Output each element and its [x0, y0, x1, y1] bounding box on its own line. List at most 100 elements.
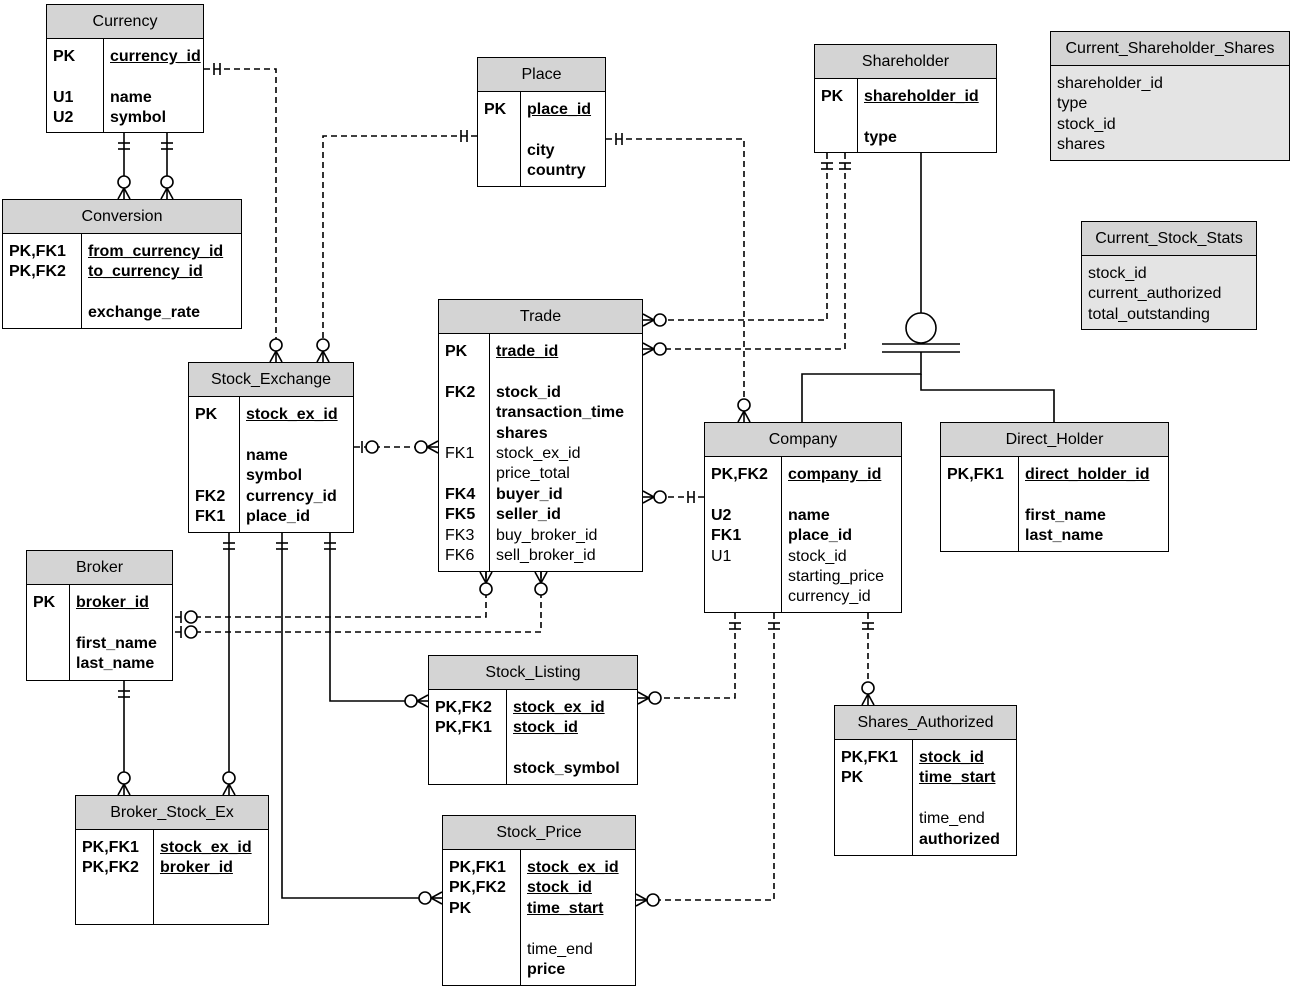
relationship-line: [653, 613, 775, 901]
field-name: name: [788, 506, 830, 524]
cardinality-circle: [160, 175, 174, 189]
key-label: [435, 759, 506, 779]
field-name: [527, 120, 605, 140]
view-current-shareholder-shares[interactable]: Current_Shareholder_Shares shareholder_i…: [1050, 31, 1290, 161]
field-name: place_id: [788, 527, 853, 545]
field-name: to_currency_id: [88, 263, 203, 281]
field-name: buyer_id: [496, 485, 563, 503]
key-label: [841, 830, 912, 850]
key-label: [9, 283, 81, 303]
entity-title: Conversion: [3, 200, 241, 234]
key-label: [445, 424, 489, 444]
key-label: PK,FK1: [82, 839, 139, 856]
field-name: country: [527, 162, 586, 180]
field-name: stock_id: [788, 547, 847, 565]
field-name: stock_id: [919, 749, 984, 766]
cardinality-circle: [117, 175, 131, 189]
key-label: [449, 919, 520, 939]
key-label: [711, 587, 781, 607]
key-label: [711, 485, 781, 505]
view-current-stock-stats[interactable]: Current_Stock_Stats stock_id current_aut…: [1081, 221, 1257, 330]
field-name: time_start: [919, 769, 996, 787]
field-name: from_currency_id: [88, 243, 224, 260]
cardinality-circle: [737, 398, 751, 412]
cardinality-circle: [861, 681, 875, 695]
cardinality-circle: [534, 582, 548, 596]
key-label: [445, 464, 489, 484]
key-label: [484, 141, 520, 161]
entity-title: Broker_Stock_Ex: [76, 796, 268, 830]
key-label: [33, 613, 69, 633]
field-name: [513, 739, 637, 759]
field-name: type: [864, 128, 897, 146]
key-label: [435, 739, 506, 759]
key-label: PK,FK1: [947, 466, 1004, 483]
entity-title: Stock_Listing: [429, 656, 637, 690]
key-label: FK4: [445, 485, 476, 503]
field-name: [1025, 485, 1168, 505]
entity-title: Direct_Holder: [941, 423, 1168, 457]
field-name: sell_broker_id: [496, 546, 596, 564]
key-label: [947, 485, 1018, 505]
field-name: name: [110, 88, 152, 106]
field-name: place_id: [246, 507, 311, 525]
field-name: starting_price: [788, 567, 885, 585]
cardinality-circle: [479, 582, 493, 596]
field-name: stock_id: [527, 879, 592, 897]
key-label: PK,FK1: [449, 859, 506, 876]
view-field: stock_id: [1088, 265, 1147, 282]
field-name: [246, 425, 353, 445]
cardinality-circle: [648, 691, 662, 705]
relationship-line: [660, 153, 846, 350]
field-name: symbol: [110, 109, 167, 127]
cardinality-circle: [365, 440, 379, 454]
field-name: stock_ex_id: [496, 444, 581, 462]
key-label: [821, 107, 857, 127]
entity-title: Broker: [27, 551, 172, 585]
field-name: direct_holder_id: [1025, 466, 1150, 483]
view-field: shareholder_id: [1057, 75, 1163, 92]
key-label: PK: [33, 594, 56, 611]
field-name: seller_id: [496, 506, 561, 524]
field-name: time_end: [527, 940, 593, 958]
field-name: name: [246, 446, 288, 464]
key-label: FK1: [195, 507, 226, 525]
field-name: shares: [496, 424, 548, 442]
field-name: [76, 613, 172, 633]
entity-title: Place: [478, 58, 605, 92]
key-label: PK: [449, 899, 472, 917]
entity-title: Currency: [47, 5, 203, 39]
view-title: Current_Stock_Stats: [1082, 222, 1256, 256]
key-label: [33, 654, 69, 674]
key-label: U1: [711, 547, 732, 565]
key-label: U2: [711, 506, 732, 524]
key-label: U2: [53, 109, 74, 127]
cardinality-circle: [646, 893, 660, 907]
field-name: [864, 107, 996, 127]
key-label: [821, 128, 857, 148]
key-label: [445, 403, 489, 423]
key-label: [484, 161, 520, 181]
